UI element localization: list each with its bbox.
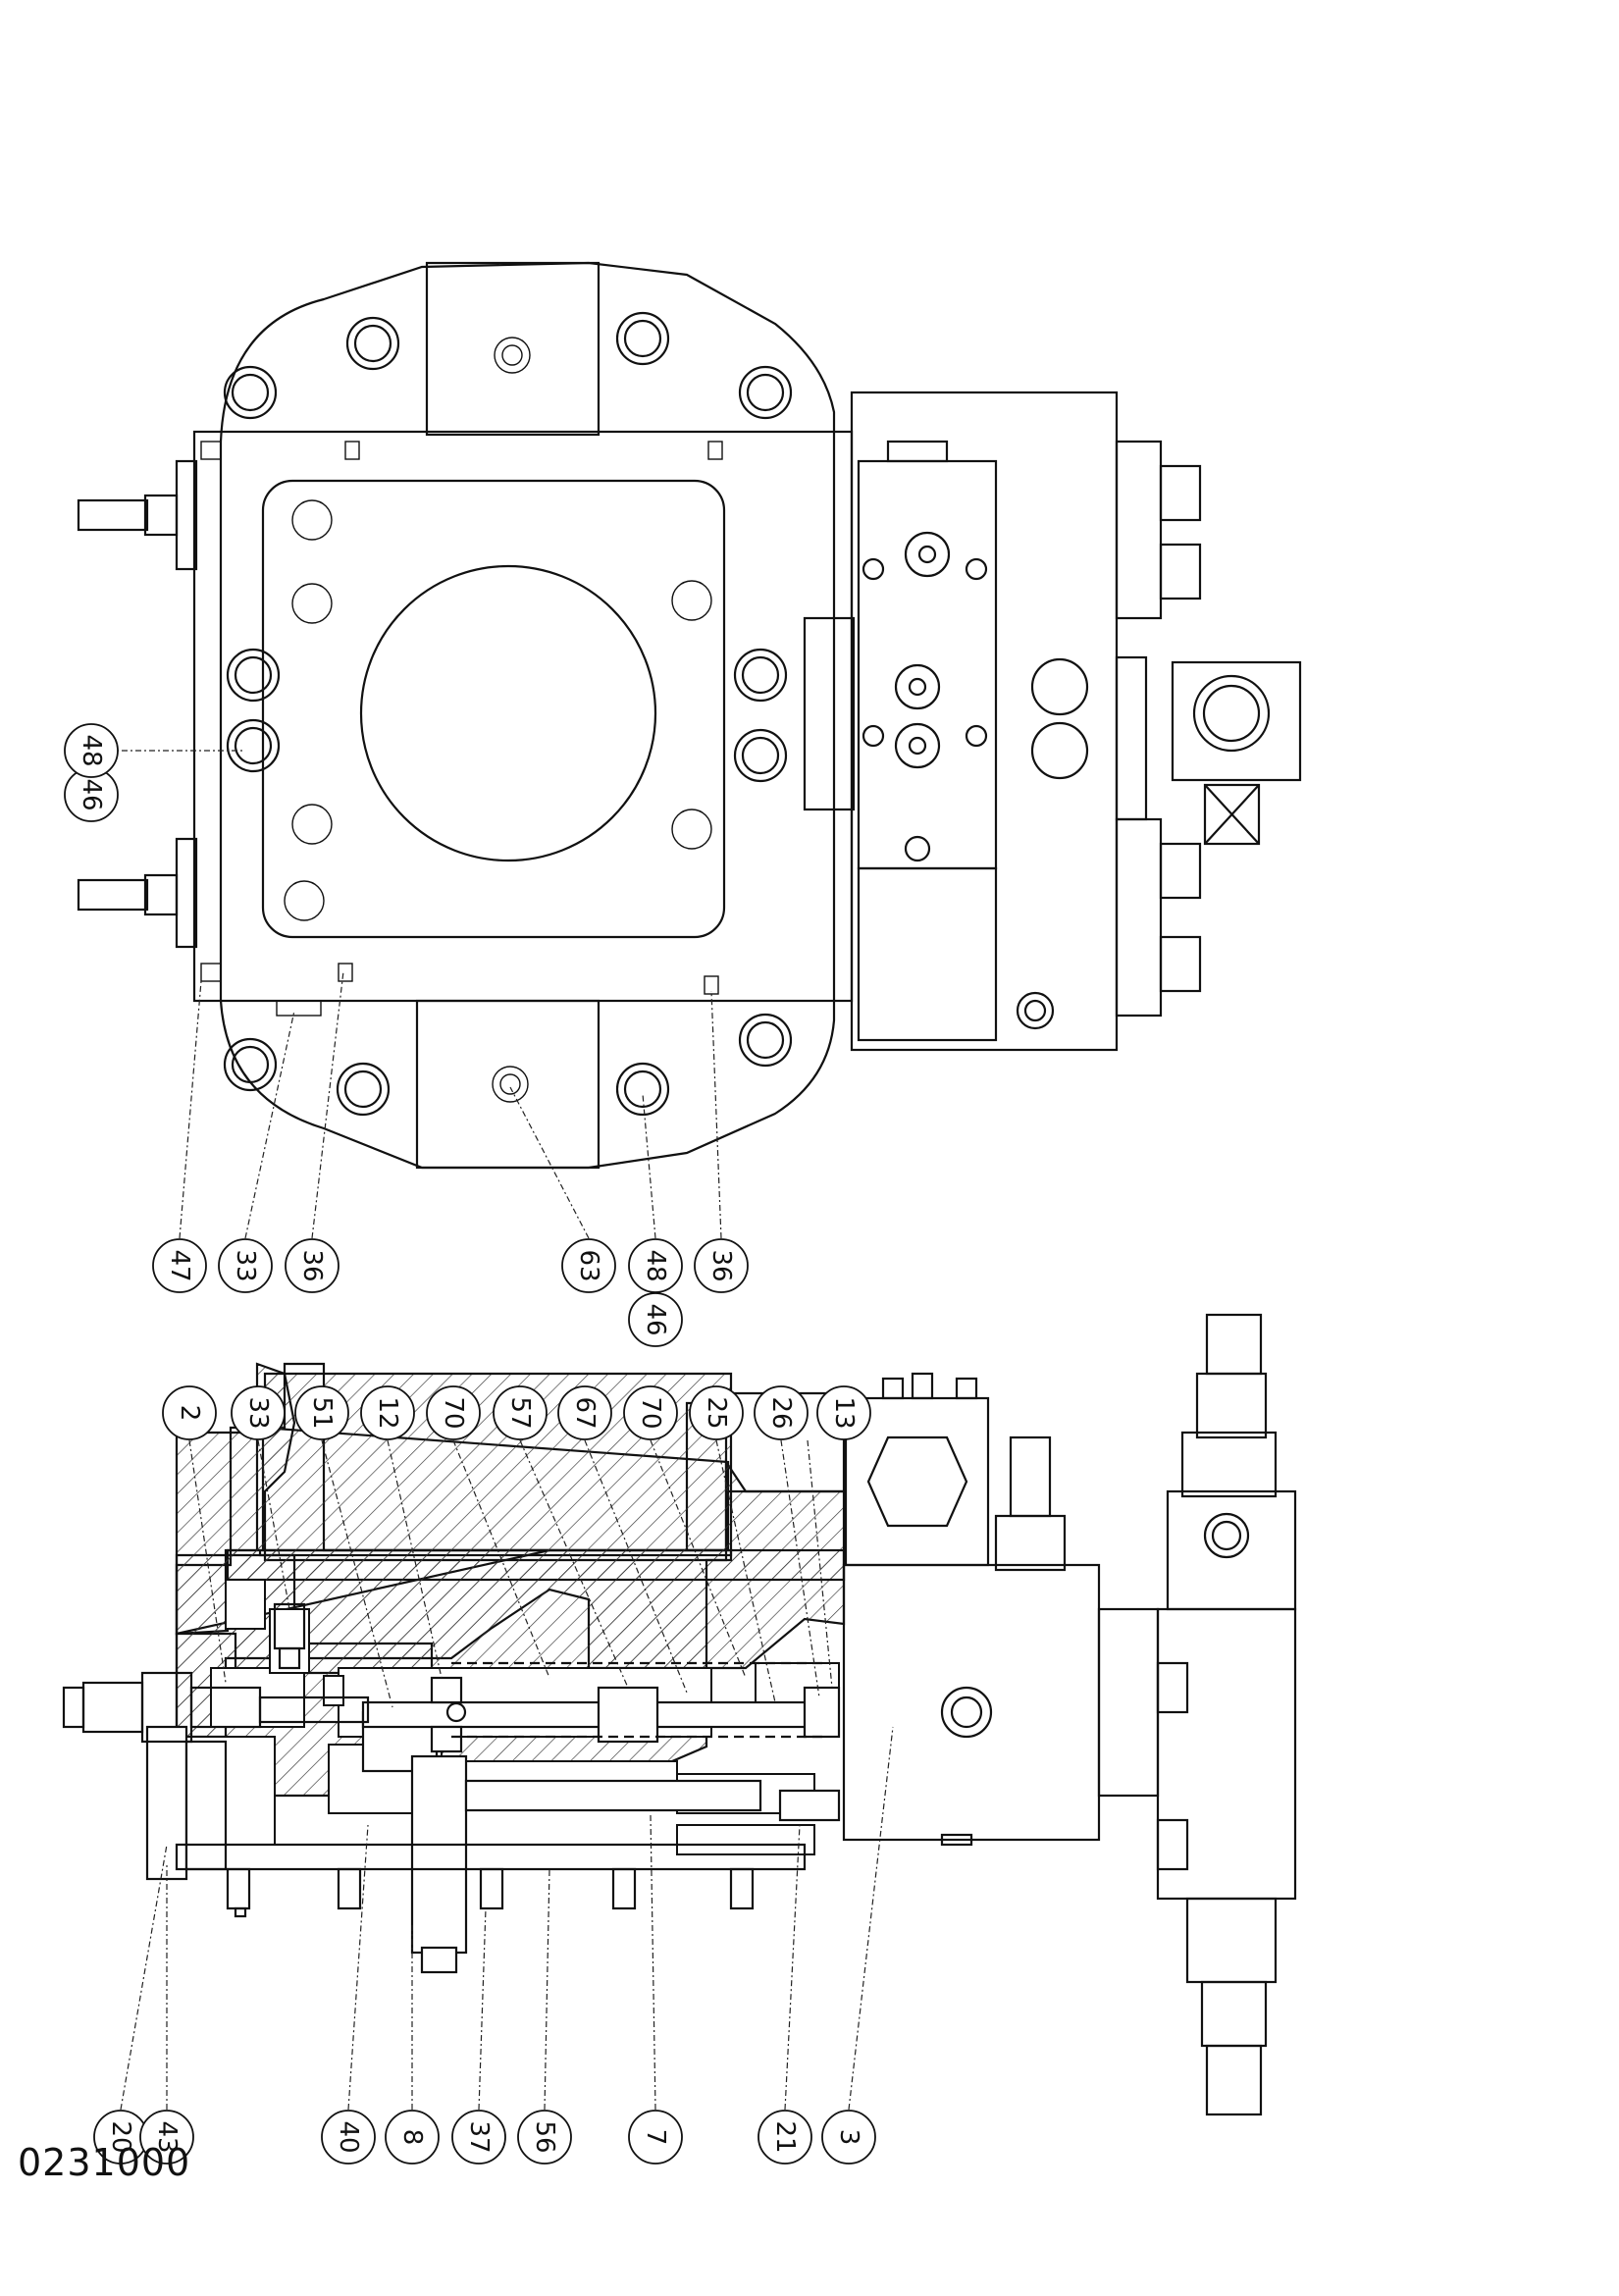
svg-text:40: 40 xyxy=(334,2120,363,2153)
callout-36: 36 xyxy=(285,1238,339,1293)
bottom-tab xyxy=(415,999,601,1170)
callout-33: 33 xyxy=(231,1385,286,1440)
svg-text:70: 70 xyxy=(636,1396,665,1429)
svg-text:3: 3 xyxy=(834,2129,863,2146)
bottom-studs xyxy=(175,1843,807,1918)
svg-text:25: 25 xyxy=(702,1396,731,1429)
callout-3: 3 xyxy=(821,2110,876,2165)
callouts-section-bottom: 20 43 40 8 37 56 7 21 3 xyxy=(93,2110,876,2165)
svg-text:13: 13 xyxy=(829,1396,859,1429)
control-valve-block xyxy=(803,391,1302,1052)
svg-text:8: 8 xyxy=(397,2129,427,2146)
right-valve-block xyxy=(842,1313,1297,2116)
drawing-number: 0231000 xyxy=(18,2141,191,2184)
svg-text:33: 33 xyxy=(231,1249,260,1281)
top-view-leaders xyxy=(108,750,722,1239)
callout-21: 21 xyxy=(757,2110,812,2165)
callout-70: 70 xyxy=(426,1385,481,1440)
svg-text:48: 48 xyxy=(77,734,106,766)
svg-text:26: 26 xyxy=(766,1396,796,1429)
callout-40: 40 xyxy=(321,2110,376,2165)
plate-bolt-holes xyxy=(284,337,712,1103)
svg-text:51: 51 xyxy=(307,1396,337,1429)
left-studs xyxy=(77,459,198,949)
main-bore xyxy=(359,564,657,862)
svg-text:57: 57 xyxy=(505,1396,535,1429)
svg-text:67: 67 xyxy=(570,1396,600,1429)
svg-text:48: 48 xyxy=(641,1249,670,1281)
top-tab xyxy=(425,261,601,437)
section-view-assembly xyxy=(62,1313,1297,2116)
callout-70: 70 xyxy=(623,1385,678,1440)
svg-text:12: 12 xyxy=(373,1396,402,1429)
svg-text:33: 33 xyxy=(243,1396,273,1429)
callout-37: 37 xyxy=(451,2110,506,2165)
svg-text:37: 37 xyxy=(464,2120,494,2153)
svg-text:21: 21 xyxy=(770,2120,800,2153)
svg-text:36: 36 xyxy=(706,1249,736,1281)
callout-43: 43 xyxy=(139,2110,194,2165)
callout-46: 46 xyxy=(64,767,119,822)
callout-47: 47 xyxy=(152,1238,207,1293)
svg-text:46: 46 xyxy=(641,1303,670,1335)
callout-26: 26 xyxy=(754,1385,809,1440)
svg-text:2: 2 xyxy=(175,1405,204,1422)
callout-48: 48 xyxy=(628,1238,683,1293)
callout-56: 56 xyxy=(517,2110,572,2165)
callout-51: 51 xyxy=(294,1385,349,1440)
left-fitting xyxy=(62,1602,370,1744)
callout-48: 48 xyxy=(64,723,119,778)
callout-2: 2 xyxy=(162,1385,217,1440)
callout-57: 57 xyxy=(493,1385,548,1440)
top-view-assembly xyxy=(77,261,1302,1170)
callout-67: 67 xyxy=(557,1385,612,1440)
flange-bolt-holes xyxy=(223,311,793,1117)
spool-assembly xyxy=(145,1661,841,1974)
svg-text:46: 46 xyxy=(77,778,106,810)
svg-text:47: 47 xyxy=(165,1249,194,1281)
callout-46: 46 xyxy=(628,1292,683,1347)
callout-12: 12 xyxy=(360,1385,415,1440)
callouts-section-top: 2 33 51 12 70 57 67 70 25 26 13 xyxy=(162,1385,871,1440)
callout-33: 33 xyxy=(218,1238,273,1293)
callout-7: 7 xyxy=(628,2110,683,2165)
callouts-top-view: 46 48 47 33 36 63 48 46 36 xyxy=(64,723,749,1347)
callout-13: 13 xyxy=(816,1385,871,1440)
callout-8: 8 xyxy=(385,2110,440,2165)
mounting-plate xyxy=(261,479,726,939)
callout-63: 63 xyxy=(561,1238,616,1293)
dowel-slots xyxy=(200,441,723,1017)
svg-text:20: 20 xyxy=(106,2120,135,2153)
svg-text:56: 56 xyxy=(530,2120,559,2153)
callout-25: 25 xyxy=(689,1385,744,1440)
svg-text:63: 63 xyxy=(574,1249,603,1281)
svg-text:36: 36 xyxy=(297,1249,327,1281)
svg-text:43: 43 xyxy=(152,2120,182,2153)
flange-outline xyxy=(219,261,836,1170)
svg-text:70: 70 xyxy=(439,1396,468,1429)
section-leaders xyxy=(120,1439,894,2111)
callout-20: 20 xyxy=(93,2110,148,2165)
svg-text:7: 7 xyxy=(641,2129,670,2146)
callout-36: 36 xyxy=(694,1238,749,1293)
